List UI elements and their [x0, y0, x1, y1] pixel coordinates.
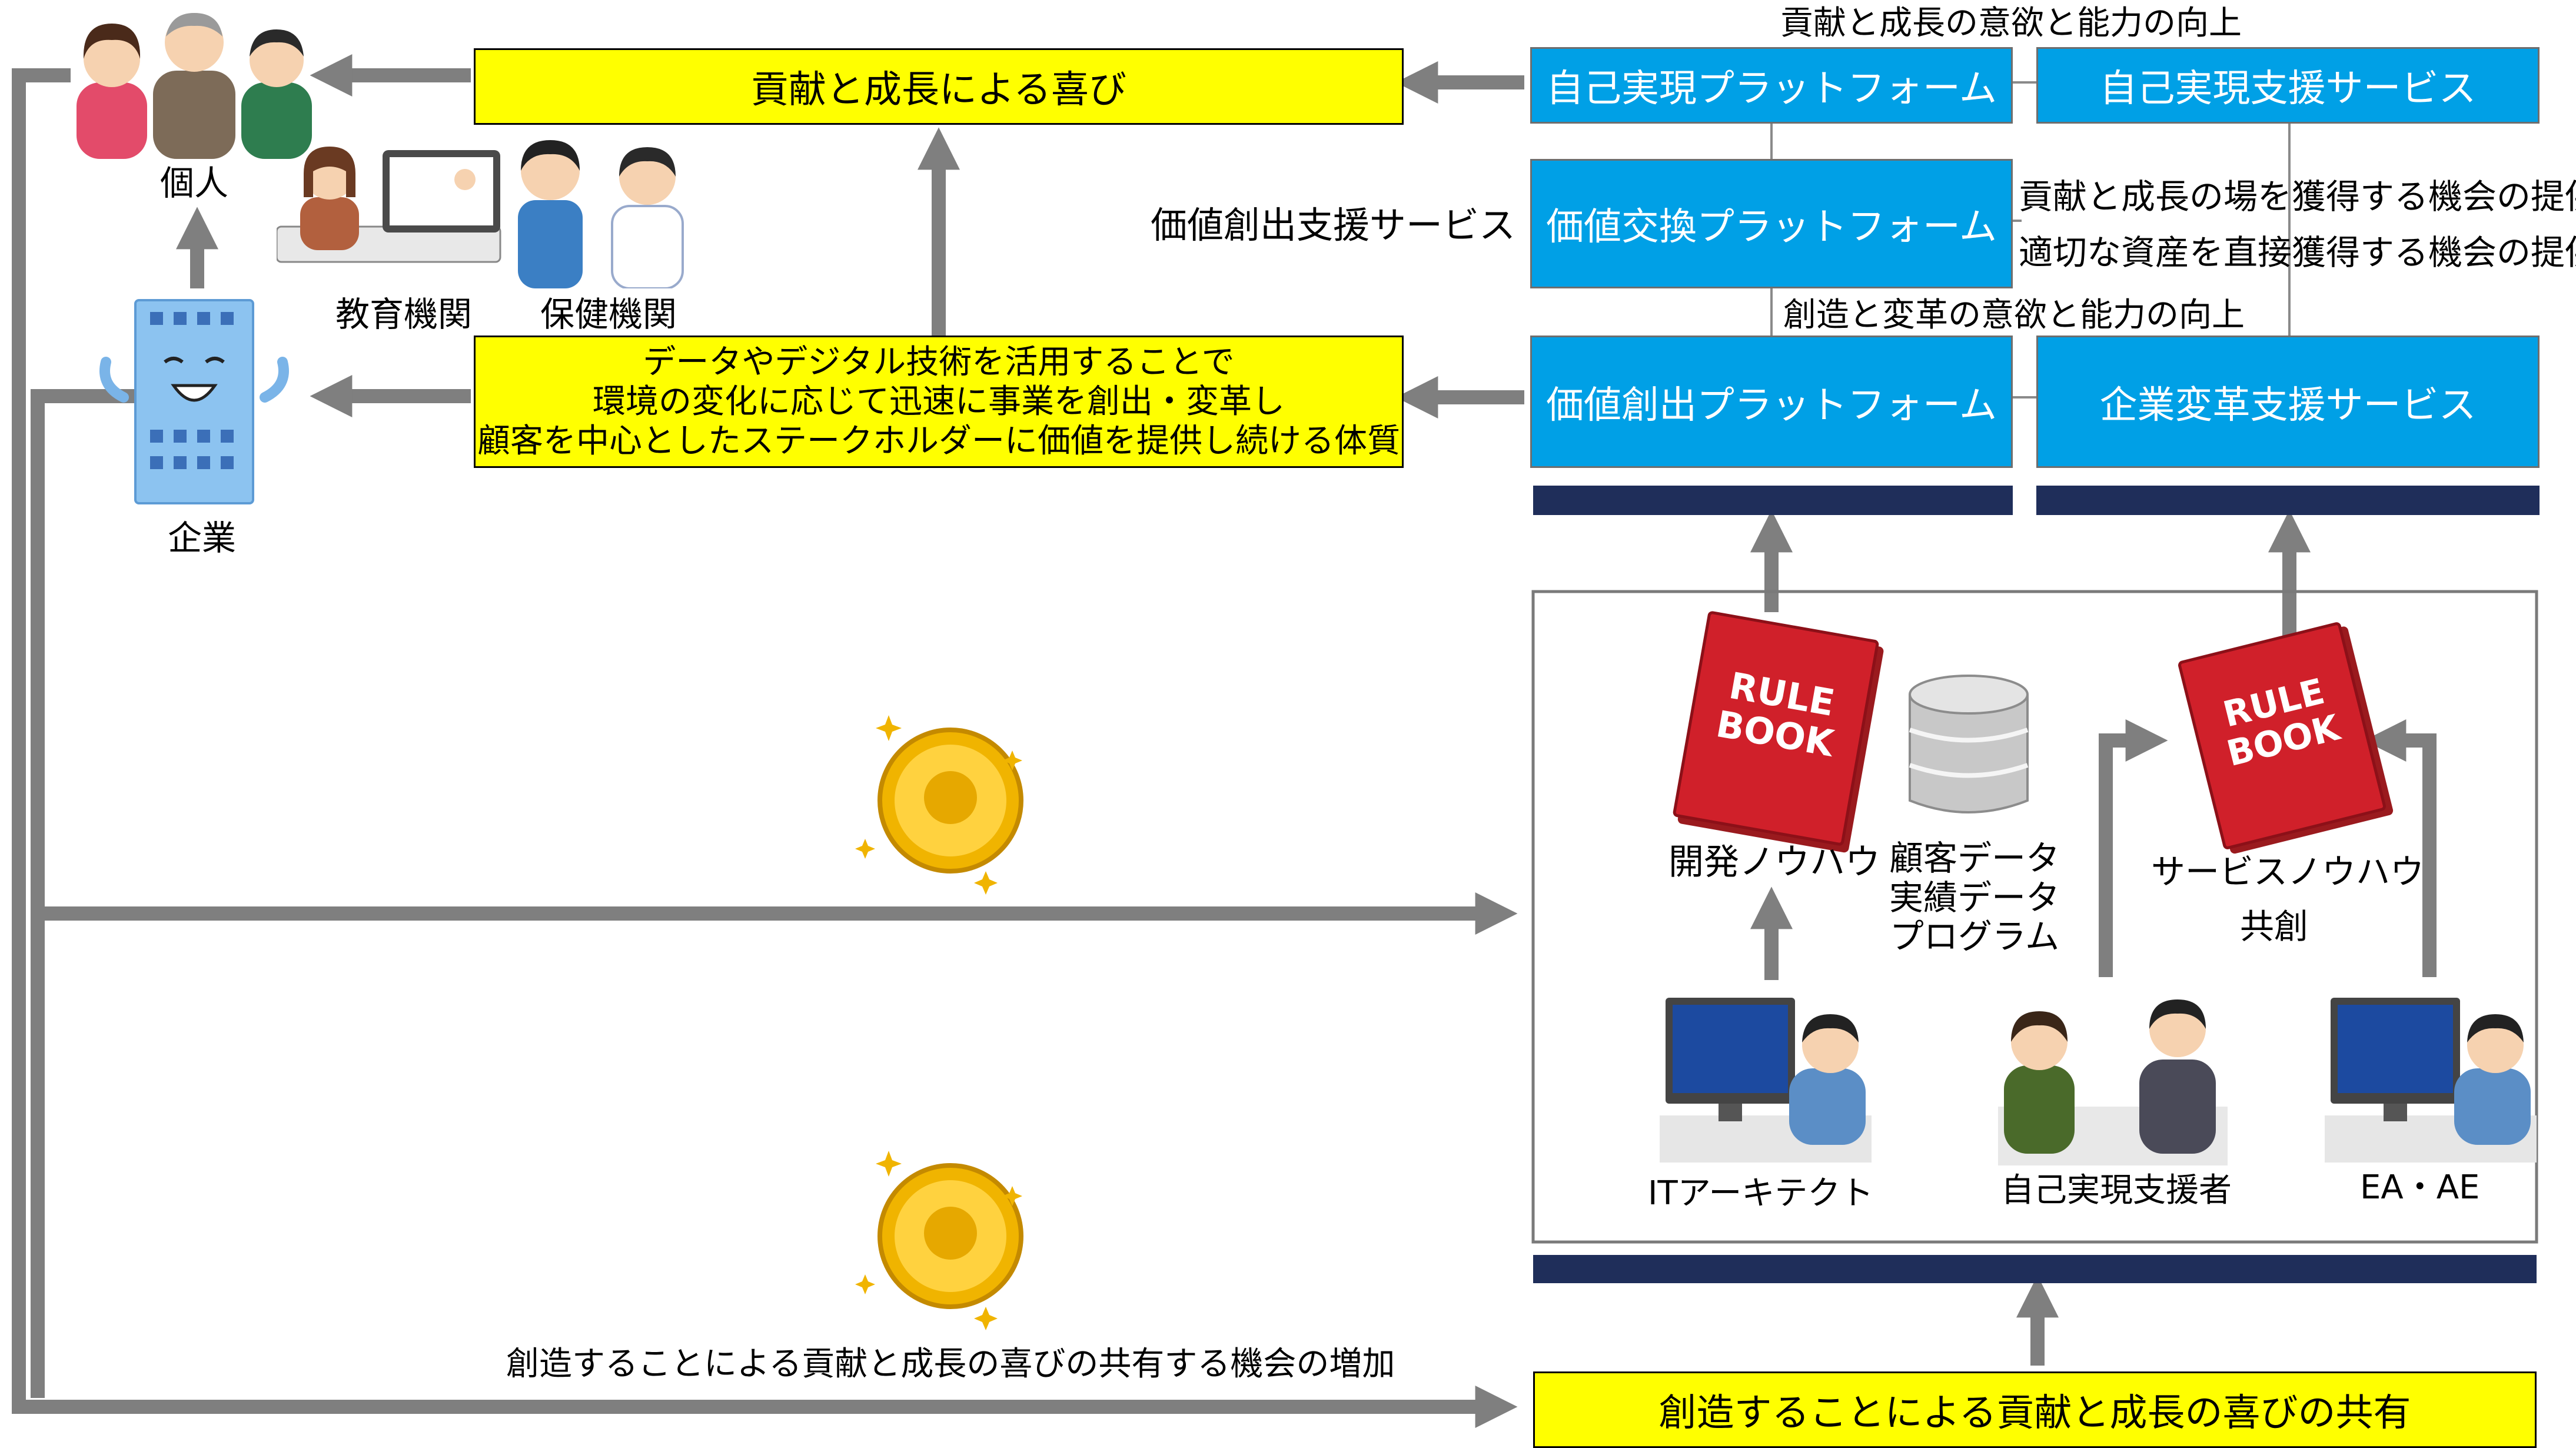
engineer-icon	[1660, 998, 1872, 1163]
rule-book-text: RULE BOOK	[1713, 663, 1838, 765]
healthcare-label: 保健機関	[540, 294, 677, 334]
relation-place: 貢献と成長の場を獲得する機会の提供	[2019, 177, 2576, 217]
capability-label: データやデジタル技術を活用することで 環境の変化に応じて迅速に事業を創出・変革し…	[477, 343, 1400, 461]
foundation-bar-right	[2036, 486, 2540, 515]
company-label: 企業	[168, 518, 237, 558]
cocreation-label: 共創	[2240, 906, 2309, 946]
feedback-line-company	[31, 389, 1518, 935]
rule-book-text-2: RULE BOOK	[2219, 670, 2344, 775]
joy-label: 貢献と成長による喜び	[750, 68, 1127, 112]
dev-knowhow-label: 開発ノウハウ	[1668, 842, 1880, 883]
relation-middle: 創造と変革の意欲と能力の向上	[1783, 296, 2245, 334]
coin-icon-2	[855, 1151, 1023, 1330]
building-mascot-icon	[99, 299, 289, 504]
value-creation-support-label: 価値創出支援サービス	[1151, 204, 1516, 247]
value-exchange-platform: 価値交換プラットフォーム	[1530, 159, 2013, 288]
meeting-icon	[1998, 999, 2228, 1165]
capability-box: データやデジタル技術を活用することで 環境の変化に応じて迅速に事業を創出・変革し…	[474, 336, 1404, 468]
foundation-bar-left	[1533, 486, 2013, 515]
ea-label: EA・AE	[2360, 1168, 2480, 1207]
increase-label: 創造することによる貢献と成長の喜びの共有する機会の増加	[506, 1345, 1395, 1383]
teacher-icon	[277, 147, 501, 263]
engineer-icon-2	[2325, 998, 2537, 1163]
database-icon	[1909, 675, 2029, 813]
sharing-box: 創造することによる貢献と成長の喜びの共有	[1533, 1371, 2537, 1448]
doctor-nurse-icon	[518, 140, 684, 288]
feedback-line-outer	[12, 68, 1518, 1428]
coin-icon	[855, 715, 1023, 895]
arrow-supporter-to-service	[2099, 719, 2168, 977]
knowhow-frame	[1531, 590, 2538, 1244]
self-realization-support-service: 自己実現支援サービス	[2036, 47, 2540, 124]
individual-label: 個人	[160, 163, 229, 203]
foundation-bar-bottom	[1533, 1255, 2537, 1283]
transformation-support-service: 企業変革支援サービス	[2036, 336, 2540, 468]
rule-book-icon: RULE BOOK	[1672, 610, 1880, 846]
relation-top: 貢献と成長の意欲と能力の向上	[1780, 4, 2242, 42]
data-stack-label: 顧客データ 実績データ プログラム	[1889, 838, 2060, 957]
value-creation-platform: 価値創出プラットフォーム	[1530, 336, 2013, 468]
service-knowhow-label: サービスノウハウ	[2151, 852, 2425, 892]
relation-asset: 適切な資産を直接獲得する機会の提供	[2019, 233, 2576, 273]
education-label: 教育機関	[335, 294, 473, 334]
people-group-icon	[77, 13, 312, 159]
architect-label: ITアーキテクト	[1648, 1174, 1874, 1213]
sharing-label: 創造することによる貢献と成長の喜びの共有	[1658, 1391, 2411, 1435]
self-realization-platform: 自己実現プラットフォーム	[1530, 47, 2013, 124]
joy-box: 貢献と成長による喜び	[474, 48, 1404, 125]
arrow-ea-to-service	[2364, 719, 2437, 977]
supporter-label: 自己実現支援者	[2001, 1171, 2232, 1210]
